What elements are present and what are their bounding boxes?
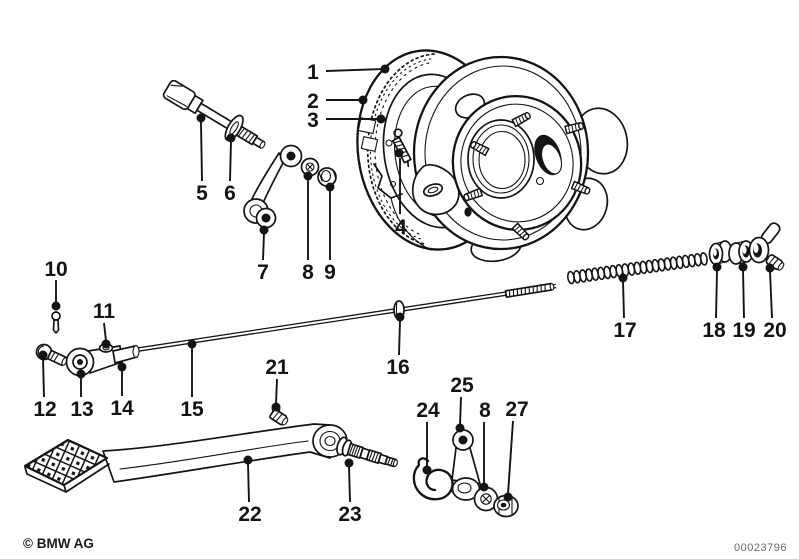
callout-17-label: 17 [613,319,636,342]
callout-16-label: 16 [386,356,409,379]
callout-10-label: 10 [44,258,67,281]
part-8b-washer-illustration [473,486,499,512]
callout-21: 21 [265,356,289,412]
callout-8-label: 8 [302,261,314,284]
part-15-rod-illustration [121,282,557,355]
callout-9-label: 9 [324,261,336,284]
callout-10: 10 [44,258,68,311]
callout-24: 24 [416,399,440,475]
callout-1-label: 1 [307,61,319,84]
part-25-lever-illustration [451,429,481,501]
callout-7: 7 [257,225,269,284]
part-17-spring-illustration [566,251,709,285]
callout-3: 3 [307,109,386,132]
callout-13-label: 13 [70,398,93,421]
part-5-bolt-illustration [162,79,266,149]
callout-25: 25 [450,374,474,433]
callout-2: 2 [307,90,368,113]
callout-22-label: 22 [238,503,261,526]
part-23-splined-shaft [346,442,398,468]
callout-5: 5 [196,113,208,205]
callout-23-label: 23 [338,503,361,526]
callout-11: 11 [93,300,116,349]
callout-11-label: 11 [93,300,116,323]
copyright-notice: © BMW AG [23,536,94,551]
wheel-hub-illustration [411,55,629,263]
part-24-spring-clip-illustration [412,457,458,501]
callout-27: 27 [503,398,529,502]
callout-15-label: 15 [180,398,204,421]
callout-18-label: 18 [702,319,726,342]
callout-8: 8 [302,171,314,284]
callout-18: 18 [702,262,726,342]
callout-23: 23 [338,458,362,526]
callout-6-label: 6 [224,182,236,205]
callout-4: 4 [394,148,407,239]
callout-9: 9 [324,182,336,284]
callout-21-label: 21 [265,356,289,379]
callout-12: 12 [33,350,57,421]
callout-8b: 8 [479,399,491,492]
callout-3-label: 3 [307,109,319,132]
callout-20: 20 [763,263,787,342]
part-7-lever-illustration [243,144,303,229]
callouts: 1 2 3 4 5 6 7 8 9 10 11 12 13 14 15 16 1… [33,61,786,526]
rod-threaded-end [504,282,555,299]
callout-15: 15 [180,339,204,421]
callout-5-label: 5 [196,182,208,205]
callout-8b-label: 8 [479,399,491,422]
callout-16: 16 [386,312,410,379]
part-22-pedal-illustration [23,423,398,493]
callout-2-label: 2 [307,90,319,113]
callout-20-label: 20 [763,319,786,342]
callout-14-label: 14 [110,397,134,420]
part-10-pin-illustration [51,311,61,334]
part-13-clevis-illustration [65,343,140,377]
part-19-sleeve-illustration [728,240,754,265]
callout-25-label: 25 [450,374,474,397]
callout-14: 14 [110,362,134,420]
callout-17: 17 [613,273,637,342]
callout-4-label: 4 [395,216,407,239]
part-20-adjuster-illustration [748,222,785,271]
callout-19-label: 19 [732,319,755,342]
part-27-nut-illustration [493,494,519,518]
callout-13: 13 [70,369,94,421]
image-number: 00023796 [734,542,787,554]
callout-19: 19 [732,262,756,342]
callout-12-label: 12 [33,398,56,421]
callout-1: 1 [307,61,390,84]
callout-7-label: 7 [257,261,269,284]
callout-6: 6 [224,133,236,205]
callout-24-label: 24 [416,399,440,422]
adjuster-window [357,117,377,135]
callout-27-label: 27 [505,398,528,421]
part-9-nut-illustration [317,167,337,187]
callout-22: 22 [238,455,262,526]
